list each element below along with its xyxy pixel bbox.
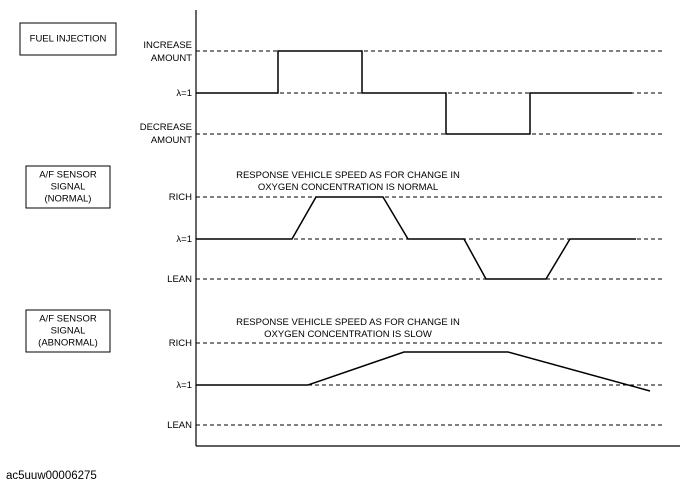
af-sensor-abnormal-label-line1: A/F SENSOR [39, 314, 97, 325]
fuel-lambda-label: λ=1 [176, 88, 192, 99]
fuel-injection-signal [196, 50, 632, 135]
af-sensor-abnormal-panel: A/F SENSOR SIGNAL (ABNORMAL) RESPONSE VE… [25, 309, 662, 431]
af-sensor-normal-panel: A/F SENSOR SIGNAL (NORMAL) RESPONSE VEHI… [25, 165, 662, 285]
af-sensor-normal-box [25, 165, 111, 209]
abnormal-response-note-line2: OXYGEN CONCENTRATION IS SLOW [264, 329, 432, 340]
af-sensor-abnormal-label-line2: SIGNAL [51, 326, 86, 337]
fuel-injection-panel: FUEL INJECTION INCREASE AMOUNT λ=1 DECRE… [19, 22, 662, 146]
increase-amount-label: INCREASE [143, 40, 192, 51]
af-sensor-normal-label-line3: (NORMAL) [45, 194, 92, 205]
increase-amount-label-line2: AMOUNT [151, 53, 192, 64]
af-sensor-abnormal-label-line3: (ABNORMAL) [38, 338, 98, 349]
af-sensor-abnormal-signal [196, 351, 651, 392]
decrease-amount-label-line2: AMOUNT [151, 135, 192, 146]
af-sensor-normal-signal [196, 196, 636, 280]
fuel-injection-box [19, 22, 117, 56]
af-sensor-normal-label-line1: A/F SENSOR [39, 170, 97, 181]
fuel-injection-label: FUEL INJECTION [30, 34, 107, 45]
normal-response-note-line2: OXYGEN CONCENTRATION IS NORMAL [258, 182, 438, 193]
decrease-amount-label: DECREASE [140, 122, 192, 133]
abnormal-rich-label: RICH [169, 338, 192, 349]
normal-lean-label: LEAN [167, 274, 192, 285]
af-sensor-normal-label-line2: SIGNAL [51, 182, 86, 193]
normal-rich-label: RICH [169, 192, 192, 203]
af-sensor-abnormal-box [25, 309, 111, 353]
abnormal-lambda-label: λ=1 [176, 380, 192, 391]
abnormal-response-note-line1: RESPONSE VEHICLE SPEED AS FOR CHANGE IN [236, 317, 460, 328]
normal-lambda-label: λ=1 [176, 234, 192, 245]
normal-response-note-line1: RESPONSE VEHICLE SPEED AS FOR CHANGE IN [236, 170, 460, 181]
figure-code: ac5uuw00006275 [6, 470, 97, 482]
abnormal-lean-label: LEAN [167, 420, 192, 431]
